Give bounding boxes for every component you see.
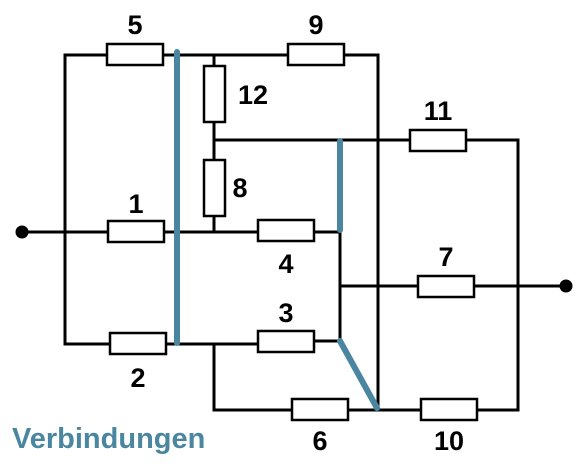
wire-row-11	[212, 138, 520, 412]
resistor-5	[105, 42, 165, 67]
resistor-7	[416, 274, 476, 299]
resistor-1	[106, 219, 166, 244]
terminal-right	[559, 279, 573, 293]
resistor-10	[419, 397, 479, 422]
label-resistor-10: 10	[434, 426, 464, 456]
resistor-8	[202, 158, 227, 218]
label-resistor-2: 2	[130, 363, 145, 393]
label-resistor-1: 1	[128, 189, 143, 219]
label-resistor-12: 12	[238, 80, 268, 110]
resistor-11	[408, 128, 468, 153]
resistor-2	[108, 331, 168, 356]
resistor-6	[290, 397, 350, 422]
caption-verbindungen: Verbindungen	[12, 423, 205, 455]
resistors	[105, 42, 479, 422]
wire-bottom-loop	[212, 342, 520, 412]
label-resistor-8: 8	[232, 173, 247, 203]
resistor-9	[286, 42, 346, 67]
label-resistor-9: 9	[308, 10, 323, 40]
label-resistor-4: 4	[278, 249, 293, 279]
label-resistor-3: 3	[278, 298, 293, 328]
connection-diagonal	[337, 338, 380, 411]
wire-row-2	[63, 230, 342, 346]
resistor-labels: 1 2 3 4 5 6 7 8 9 10 11 12	[127, 10, 464, 456]
label-resistor-6: 6	[312, 426, 327, 456]
wire-top-row	[63, 53, 380, 412]
connections	[174, 49, 380, 411]
terminals	[15, 225, 573, 293]
resistor-3	[256, 329, 316, 354]
label-resistor-11: 11	[424, 96, 453, 126]
label-resistor-7: 7	[438, 242, 453, 272]
label-resistor-5: 5	[127, 10, 142, 40]
resistor-12	[202, 64, 227, 124]
resistor-4	[256, 218, 316, 243]
terminal-left	[15, 225, 29, 239]
